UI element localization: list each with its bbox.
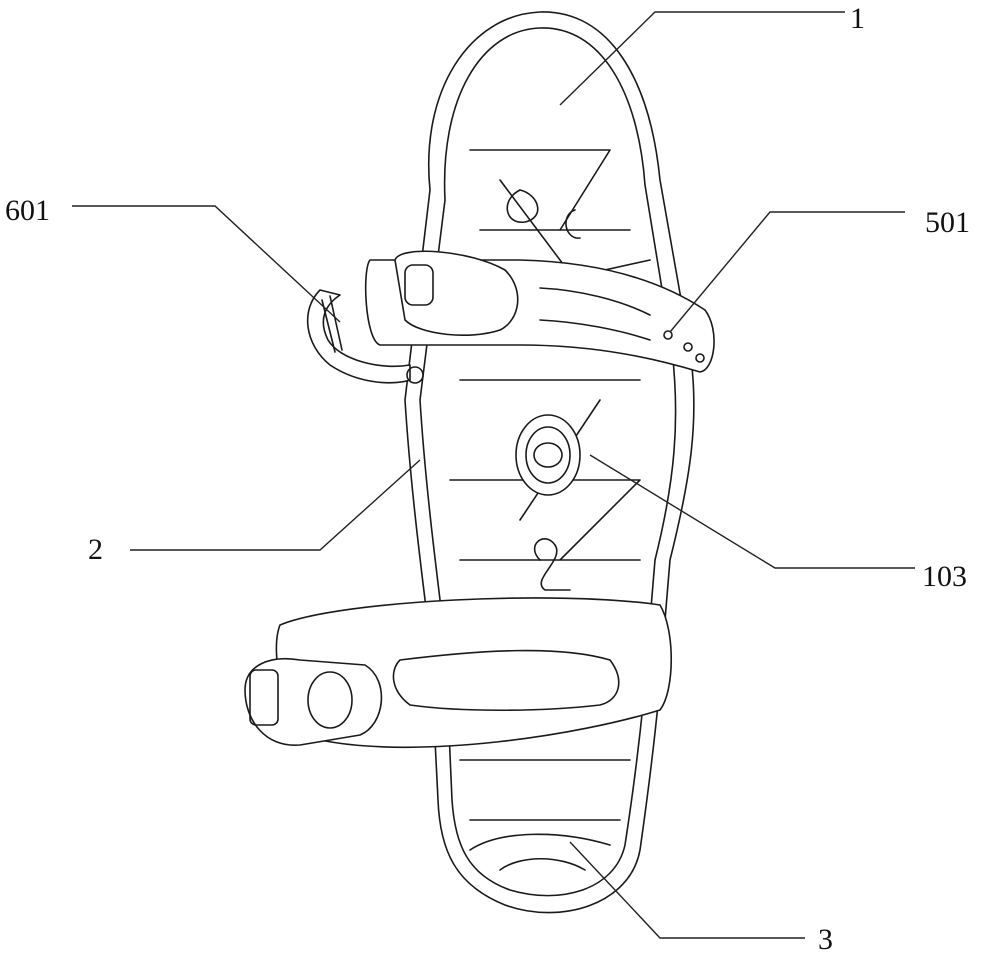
label-1: 1 [850,2,865,35]
decor-loops [506,189,581,591]
label-3: 3 [818,923,833,956]
leader-1 [559,11,845,106]
leader-2 [130,459,421,551]
leader-501 [669,211,905,333]
leader-103 [589,454,915,569]
label-501: 501 [925,206,970,239]
strap-hole-501 [663,330,673,340]
label-103: 103 [922,560,967,593]
label-2: 2 [88,533,103,566]
ratchet-strap-601 [306,289,411,384]
label-601: 601 [5,194,50,227]
lower-buckle [244,658,383,746]
upper-buckle [394,250,519,336]
heel-piece-3 [469,833,611,871]
leader-3 [569,841,805,939]
leader-601 [72,205,341,323]
